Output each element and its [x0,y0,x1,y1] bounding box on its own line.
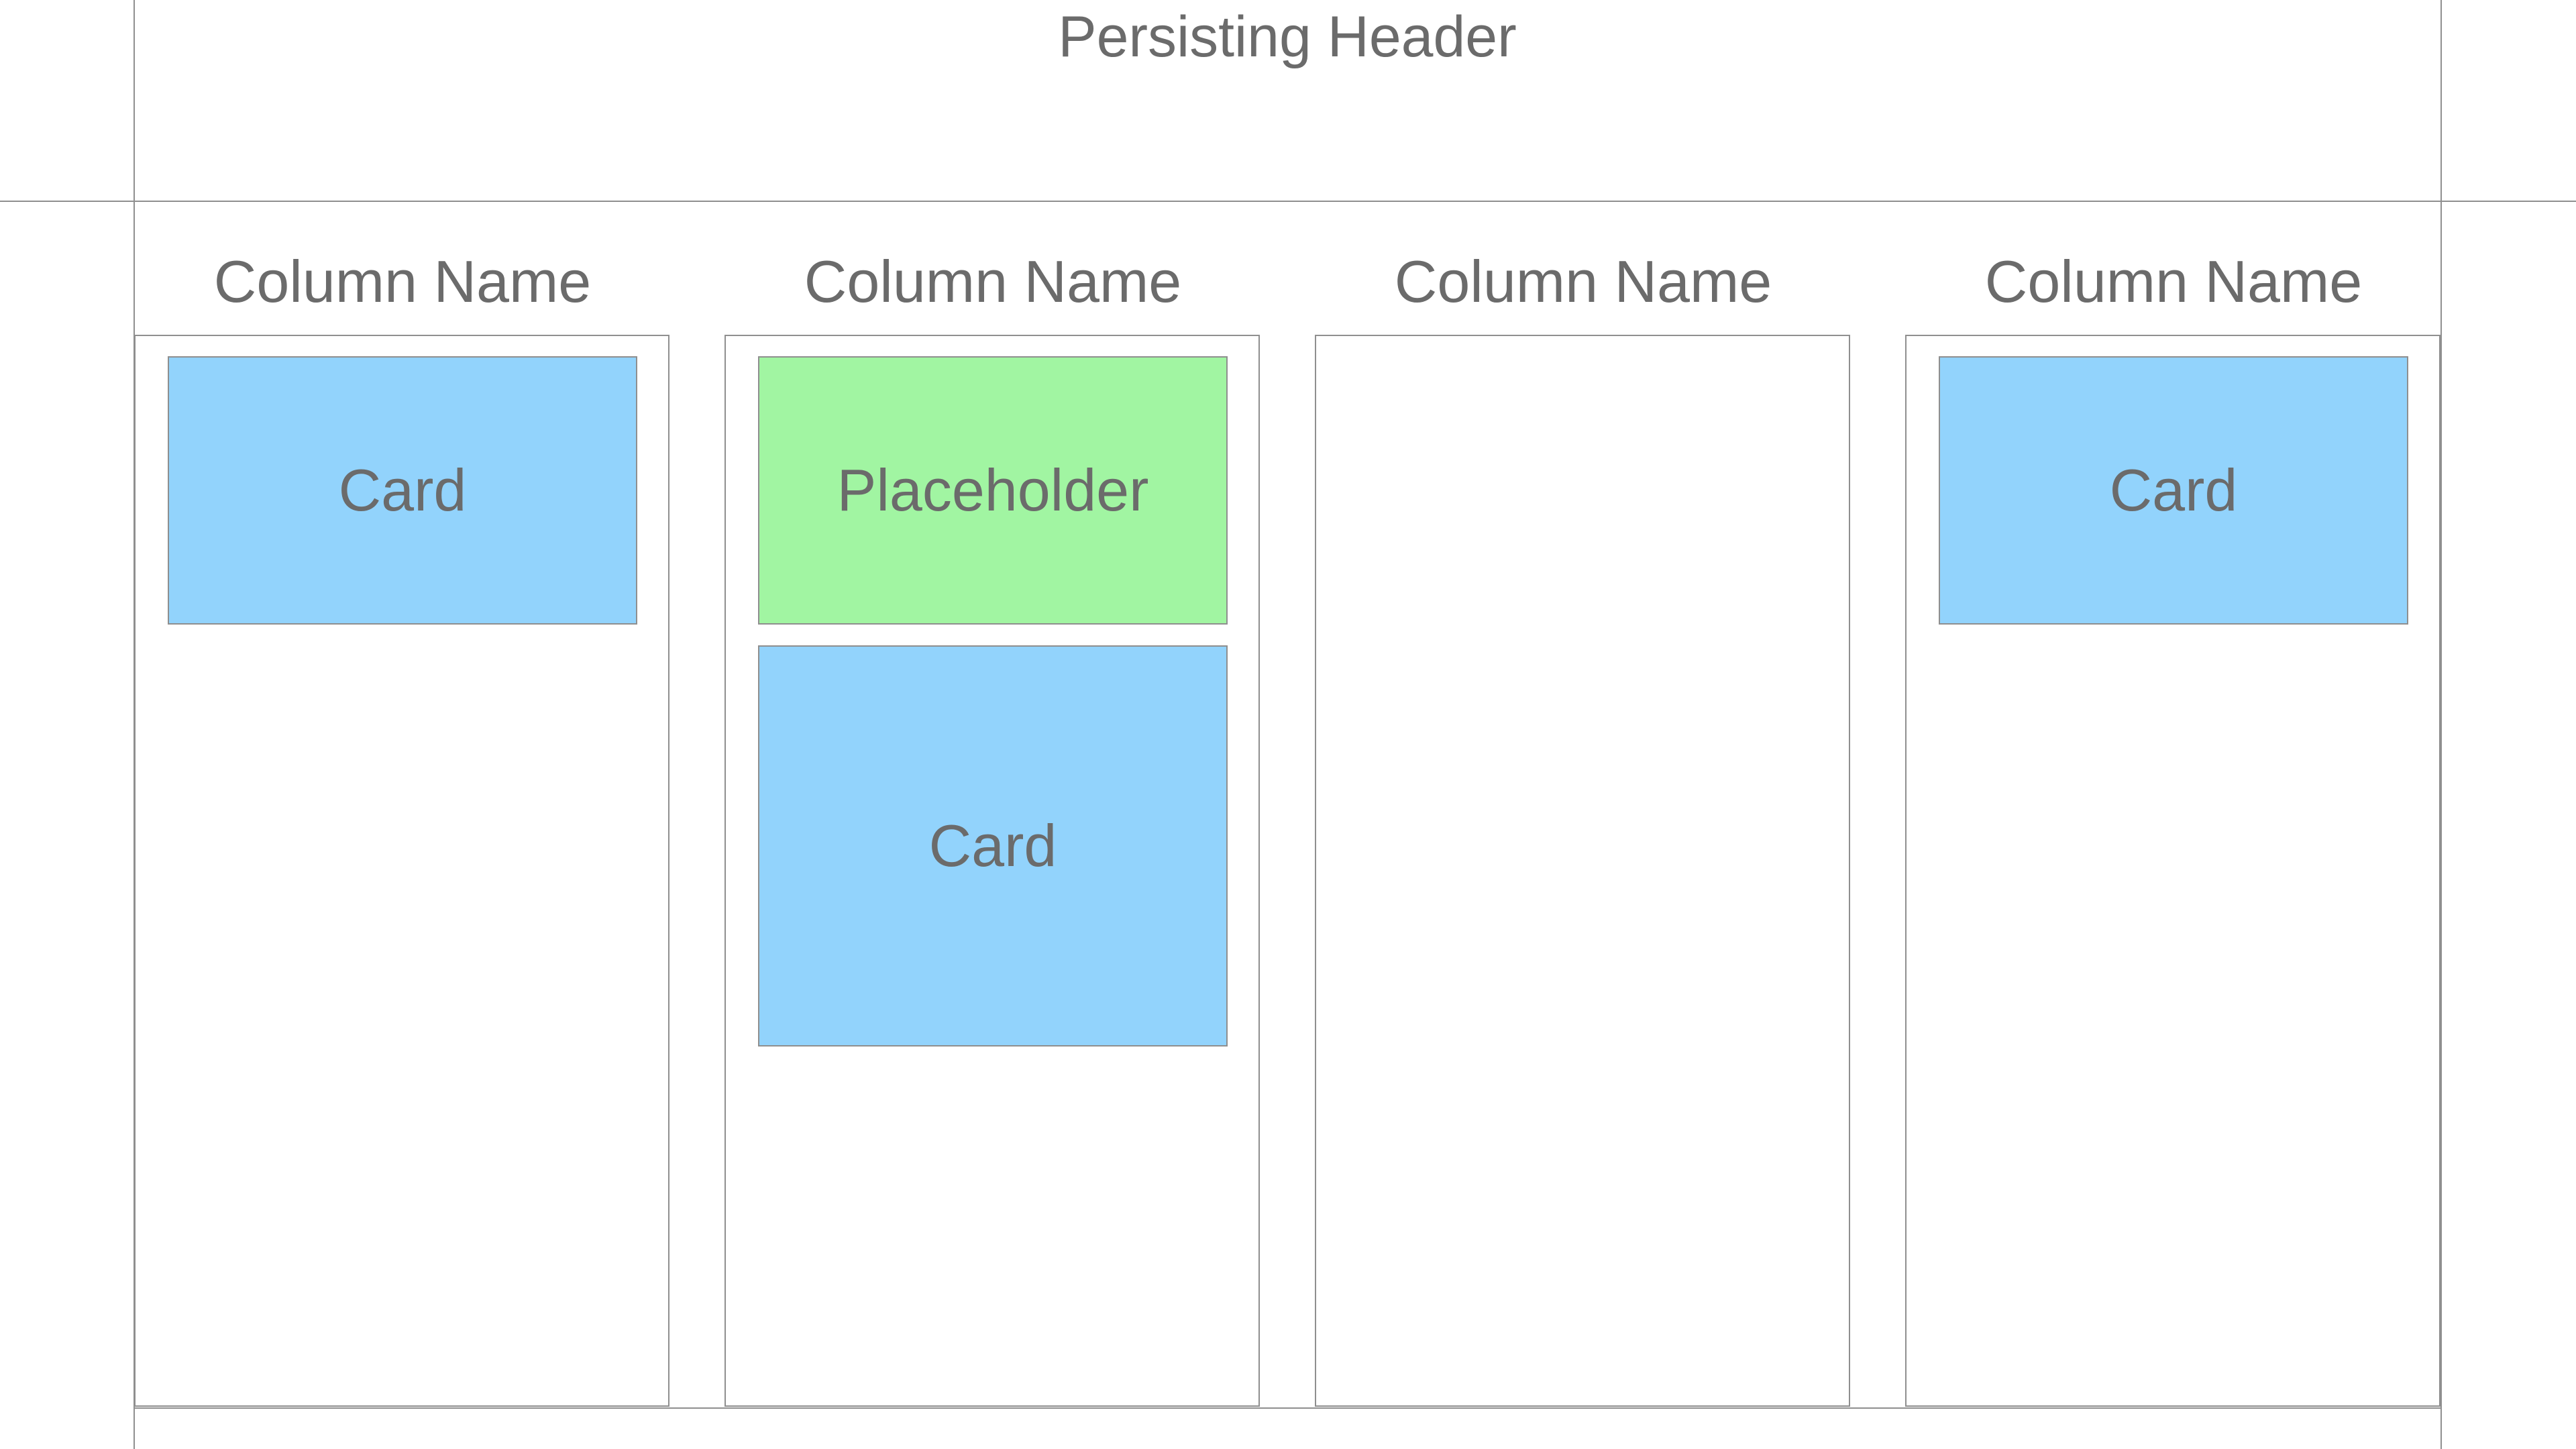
card[interactable]: Card [1939,356,2408,625]
card[interactable]: Card [758,645,1228,1046]
placeholder-card[interactable]: Placeholder [758,356,1228,625]
column-title-2: Column Name [804,248,1182,315]
persisting-header: Persisting Header [1058,5,1517,69]
card-label: Card [928,812,1057,879]
placeholder-label: Placeholder [837,457,1149,523]
column-title-1: Column Name [213,248,592,315]
header-divider [0,201,2576,202]
column-title-4: Column Name [1984,248,2363,315]
column-2[interactable]: Placeholder Card [724,335,1260,1407]
card-label: Card [2109,457,2238,523]
card[interactable]: Card [168,356,637,625]
column-1[interactable]: Card [134,335,669,1407]
column-3[interactable] [1315,335,1850,1407]
right-guide-line [2440,0,2442,1449]
column-title-3: Column Name [1394,248,1772,315]
card-label: Card [338,457,467,523]
bottom-guide-line [133,1407,2442,1409]
column-4[interactable]: Card [1905,335,2440,1407]
